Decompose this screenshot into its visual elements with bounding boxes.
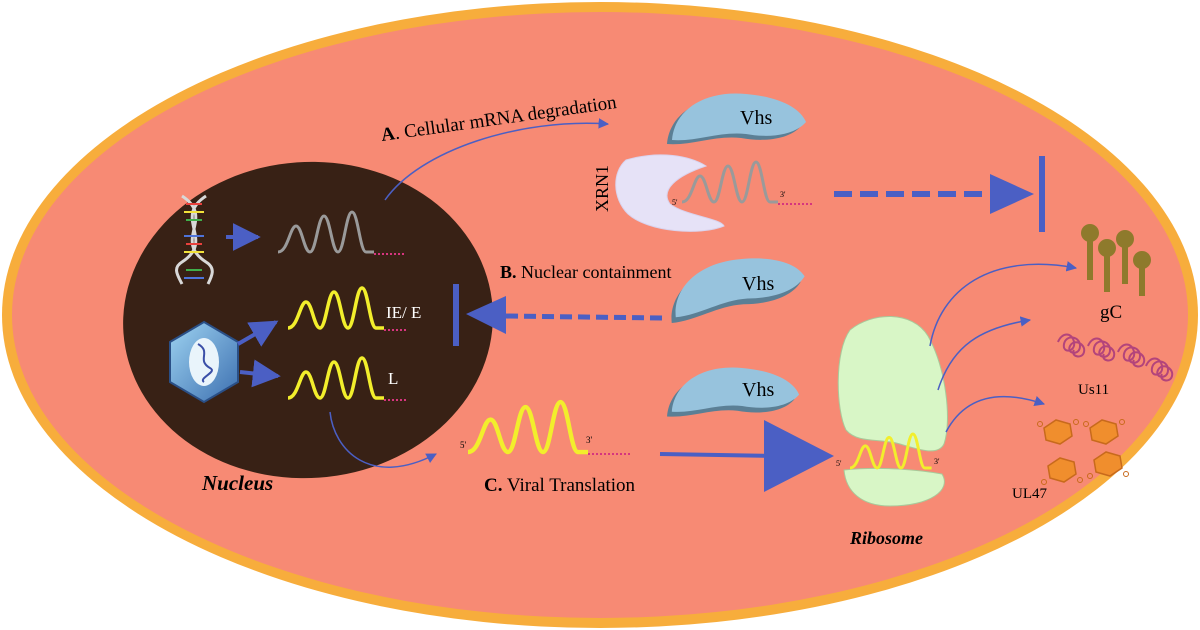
arrow-virus-to-late [239,359,281,388]
dna-helix-icon [175,194,214,285]
containment-arrowhead [466,296,506,334]
vhs-c-label: Vhs [742,379,774,401]
cellular-mrna-5-prime: 5' [672,198,678,207]
pathway-a-letter: A [380,123,397,146]
cellular-mrna-nuclear [276,210,406,255]
pathway-c-label: C. Viral Translation [484,475,636,496]
xrn1-enzyme [615,154,725,232]
cellular-mrna-degrading [680,160,814,205]
nucleus-label: Nucleus [201,471,273,495]
arrow-to-ul47 [945,395,1045,433]
arrow-virus-to-ie-e [236,320,279,347]
arrow-nucleus-to-cytoplasm [329,411,437,468]
cellular-mrna-3-prime: 3' [780,190,786,199]
arrow-to-us11 [937,316,1032,391]
pathway-b-label: B. Nuclear containment [500,262,671,282]
arrow-to-gc [929,261,1078,347]
pathway-c-text: Viral Translation [502,475,635,496]
arrow-pathway-a [384,118,610,201]
translation-arrow-line [659,452,781,458]
viral-capsid-icon [169,320,239,404]
ribosome-label: Ribosome [849,528,923,548]
pathway-b-text: Nuclear containment [517,262,672,282]
vhs-b-label: Vhs [742,273,774,295]
ribosome-mrna-5-prime: 5' [836,459,842,468]
us11-protein-icon [1057,333,1174,382]
late-label: L [388,369,398,388]
ribosome-large-subunit [837,316,948,452]
xrn1-label: XRN1 [592,165,612,212]
viral-mrna-3-prime: 3' [586,435,593,445]
vhs-a-label: Vhs [740,107,772,129]
ul47-bond-dots [1037,419,1129,485]
ribosome-small-subunit [843,467,945,507]
ul47-label: UL47 [1012,486,1047,502]
degradation-arrowhead [990,174,1034,214]
viral-mrna-5-prime: 5' [460,440,467,450]
viral-mrna-cytoplasm [468,402,630,455]
ul47-protein-icon [1043,419,1123,483]
translation-arrowhead [764,420,834,492]
containment-dashed-line [503,313,663,321]
ie-e-label: IE/ E [386,303,421,322]
gc-label: gC [1100,302,1122,323]
pathway-b-letter: B. [500,262,517,282]
us11-label: Us11 [1078,382,1109,398]
gc-glycoprotein-icon [1081,224,1151,296]
pathway-c-letter: C. [484,475,502,496]
ribosome-mrna-3-prime: 3' [934,457,940,466]
